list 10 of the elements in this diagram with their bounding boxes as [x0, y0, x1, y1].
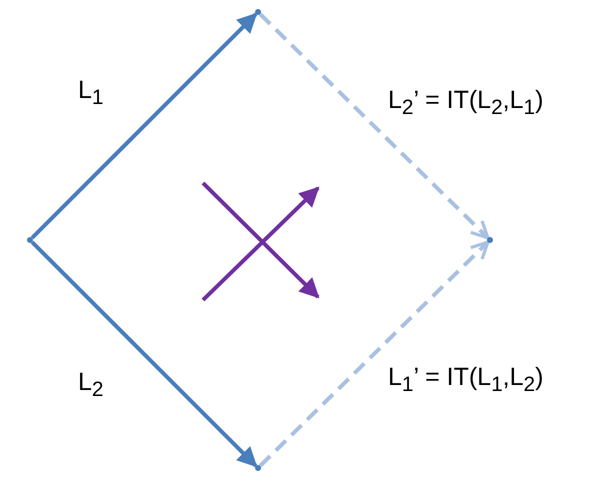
- arrow: [30, 12, 258, 240]
- arrow: [30, 240, 258, 468]
- vertex-point: [255, 9, 261, 15]
- edge-label: L$_{1}$’ = IT(L$_{1}$,L$_{2}$): [388, 365, 544, 396]
- edge-label: L$_{2}$: [78, 370, 104, 401]
- edge-label: L$_{2}$’ = IT(L$_{2}$,L$_{1}$): [388, 88, 544, 119]
- edge-label: L$_{1}$: [78, 78, 104, 109]
- vertex-point: [27, 237, 33, 243]
- dashed-arrow: [258, 240, 490, 468]
- dashed-arrow: [258, 12, 490, 240]
